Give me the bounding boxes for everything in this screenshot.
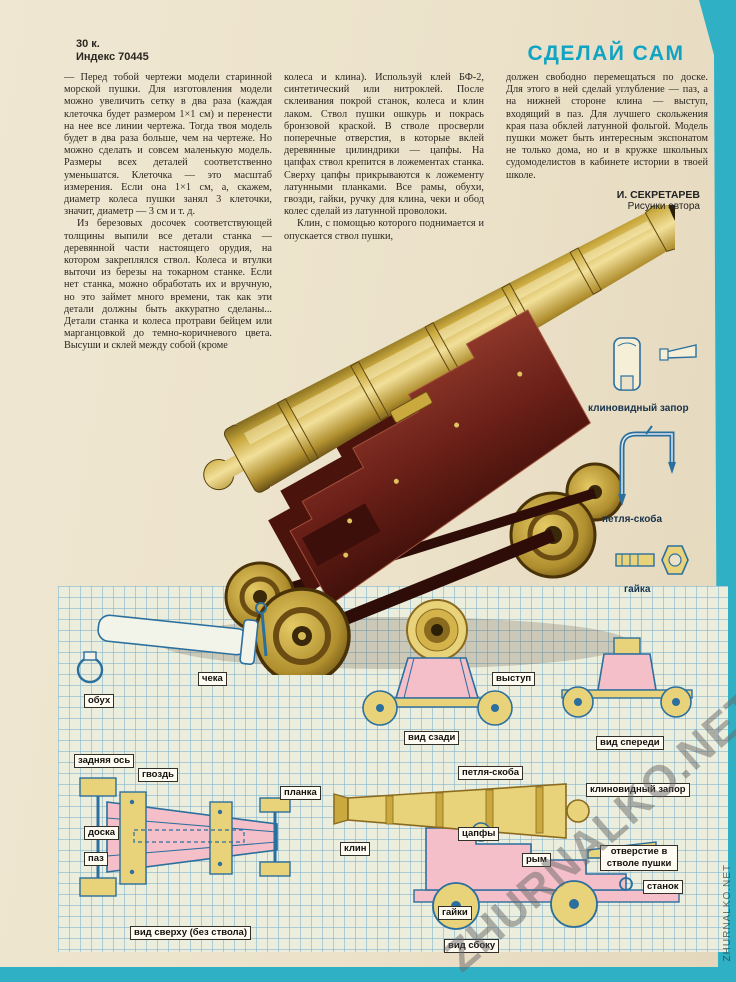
loop-bracket-side-label: петля-скоба <box>602 514 663 525</box>
article-column-2: колеса и клина). Используй клей БФ-2, си… <box>284 72 484 243</box>
cheka-label: чека <box>198 672 227 686</box>
ledge-label: выступ <box>492 672 536 686</box>
nuts-label: гайки <box>438 906 472 920</box>
rear-axle-label: задняя ось <box>74 754 135 768</box>
back-view-label: вид сзади <box>404 731 460 745</box>
wedge-lock-label: клиновидный запор <box>586 783 690 797</box>
planka-label: планка <box>280 786 321 800</box>
nut-side-label: гайка <box>624 584 651 595</box>
top-view-label: вид сверху (без ствола) <box>130 926 252 940</box>
rear-view-diagram <box>360 596 515 728</box>
watermark-vertical: ZHURNALKO.NET <box>722 863 733 961</box>
index-label: Индекс 70445 <box>76 51 149 63</box>
column1-paragraph-1: — Перед тобой чертежи модели старинной м… <box>64 72 272 218</box>
axle-detail-diagram <box>66 594 296 694</box>
wedge-label: клин <box>340 842 371 856</box>
article-column-3: должен свободно перемещаться по доске. Д… <box>506 72 708 213</box>
nail-label: гвоздь <box>138 768 178 782</box>
price-label: 30 к. <box>76 38 100 50</box>
front-view-label: вид спереди <box>596 736 664 750</box>
article-column-1: — Перед тобой чертежи модели старинной м… <box>64 72 272 353</box>
page-title: СДЕЛАЙ САМ <box>527 42 685 65</box>
author-credit: Рисунки автора <box>627 201 700 213</box>
trunnions-label: цапфы <box>458 827 500 841</box>
column1-paragraph-2: Из березовых досочек соответствующей тол… <box>64 218 272 352</box>
nut-diagram <box>610 538 702 584</box>
wedge-lock-diagram <box>596 336 708 400</box>
front-view-diagram <box>552 634 702 730</box>
column3-paragraph-1: должен свободно перемещаться по доске. Д… <box>506 72 708 181</box>
column2-paragraph-1: колеса и клина). Используй клей БФ-2, си… <box>284 72 484 218</box>
wedge-lock-side-label: клиновидный запор <box>588 403 689 414</box>
barrel-hole-label: отверстие в стволе пушки <box>600 845 678 871</box>
loop-bracket-label: петля-скоба <box>458 766 524 780</box>
board-label: доска <box>84 826 120 840</box>
author-name: И. СЕКРЕТАРЕВ <box>616 188 700 201</box>
side-view-label: вид сбоку <box>444 939 500 953</box>
mount-label: станок <box>643 880 683 894</box>
cannon-illustration-svg <box>160 191 698 685</box>
obukh-label: обух <box>84 694 115 708</box>
cannon-illustration <box>95 191 698 685</box>
top-view-diagram <box>62 750 316 922</box>
column2-paragraph-2: Клин, с помощью которого поднимается и о… <box>284 218 484 242</box>
groove-label: паз <box>84 852 108 866</box>
ring-bolt-label: рым <box>522 853 551 867</box>
loop-bracket-diagram <box>606 424 702 508</box>
